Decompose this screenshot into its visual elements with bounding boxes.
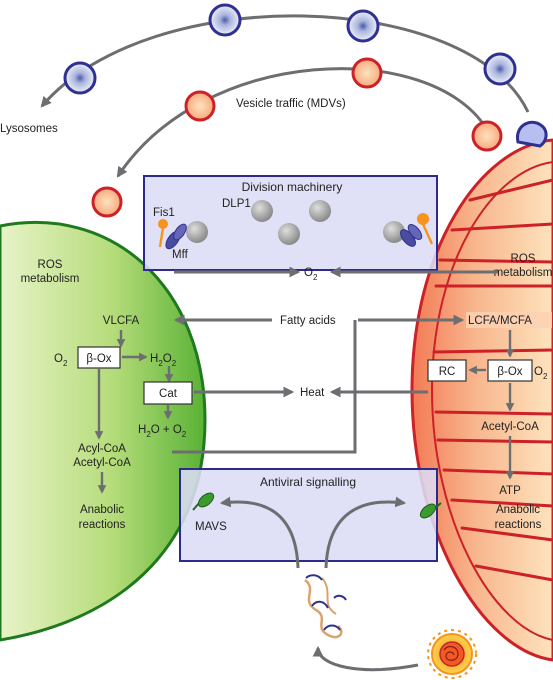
anabolic-mito-line1: Anabolic (496, 504, 540, 516)
ros-right-line2: metabolism (494, 267, 553, 279)
rc-label: RC (439, 366, 456, 378)
atp-label: ATP (499, 485, 521, 497)
heat-row: Heat (194, 386, 428, 399)
fis1-mff-right (400, 213, 434, 247)
lcfa-label: LCFA/MCFA (468, 315, 532, 327)
vlcfa-label: VLCFA (103, 315, 140, 327)
beta-ox-per-label: β-Ox (86, 353, 111, 365)
acyl-coa-transfer-line (172, 320, 357, 454)
beta-ox-mito-label: β-Ox (497, 366, 522, 378)
peroxisome-pathway: VLCFA O2 β-Ox H2O2 Cat H2O + O2 Acyl-CoA… (54, 315, 193, 531)
heat-label: Heat (300, 387, 325, 399)
acetyl-coa-mito-label: Acetyl-CoA (481, 421, 539, 433)
acyl-coa-per-label: Acyl-CoA (78, 443, 126, 455)
virus-entry (312, 629, 477, 679)
anabolic-per-line1: Anabolic (80, 504, 124, 516)
mitochondrion (410, 138, 553, 662)
division-machinery-title: Division machinery (242, 180, 343, 194)
vesicle-blue (63, 3, 517, 95)
beta-ox-box-per (77, 346, 121, 369)
fatty-acids-row: Fatty acids (172, 314, 465, 454)
virus-entry-arrow (312, 645, 419, 672)
o2-ros-product: O2 (304, 267, 318, 282)
mavs-left (192, 492, 215, 511)
antiviral-title: Antiviral signalling (260, 475, 356, 489)
viral-rna (304, 574, 347, 639)
ros-right-line1: ROS (511, 253, 536, 265)
anabolic-per-line2: reactions (79, 519, 126, 531)
mito-pathway: LCFA/MCFA RC β-Ox O2 Acetyl-CoA ATP Anab… (427, 312, 552, 531)
division-machinery-box: Division machinery DLP1 Fis1 Mff (143, 175, 438, 271)
mavs-right (419, 502, 442, 519)
ros-row: ROS metabolism ROS metabolism O2 (21, 253, 553, 285)
lcfa-bg (466, 312, 552, 328)
beta-ox-box-mito (487, 359, 533, 382)
mdv-arc-arrow (116, 67, 488, 178)
dlp1-label: DLP1 (222, 198, 251, 210)
antiviral-box: Antiviral signalling MAVS (179, 468, 442, 569)
rc-box (427, 359, 467, 382)
antiviral-right-arrow (324, 496, 407, 569)
cristae (432, 178, 553, 582)
ros-left-line2: metabolism (21, 273, 80, 285)
mavs-label: MAVS (195, 521, 227, 533)
antiviral-left-arrow (219, 496, 300, 569)
mff-label: Mff (172, 249, 189, 261)
lysosomes-label: Lysosomes (0, 123, 58, 135)
fis1-label: Fis1 (153, 207, 175, 219)
catalase-label: Cat (159, 388, 178, 400)
fis1-mff-left (158, 219, 187, 250)
virus-icon (427, 629, 477, 679)
h2o-o2-label: H2O + O2 (138, 424, 187, 439)
h2o2-label: H2O2 (150, 353, 177, 368)
vesicle-traffic: Vesicle traffic (MDVs) Lysosomes (0, 3, 548, 218)
fatty-acids-label: Fatty acids (280, 315, 336, 327)
catalase-box (143, 381, 193, 405)
o2-mito-label: O2 (534, 366, 548, 381)
vesicle-traffic-label: Vesicle traffic (MDVs) (236, 98, 346, 110)
anabolic-mito-line2: reactions (495, 519, 542, 531)
vesicle-orange (91, 57, 503, 218)
acetyl-coa-per-label: Acetyl-CoA (73, 457, 131, 469)
o2-per-label: O2 (54, 353, 68, 368)
dlp1-oligomers (186, 200, 405, 245)
budding-vesicle (516, 120, 548, 148)
ros-left-line1: ROS (38, 259, 63, 271)
